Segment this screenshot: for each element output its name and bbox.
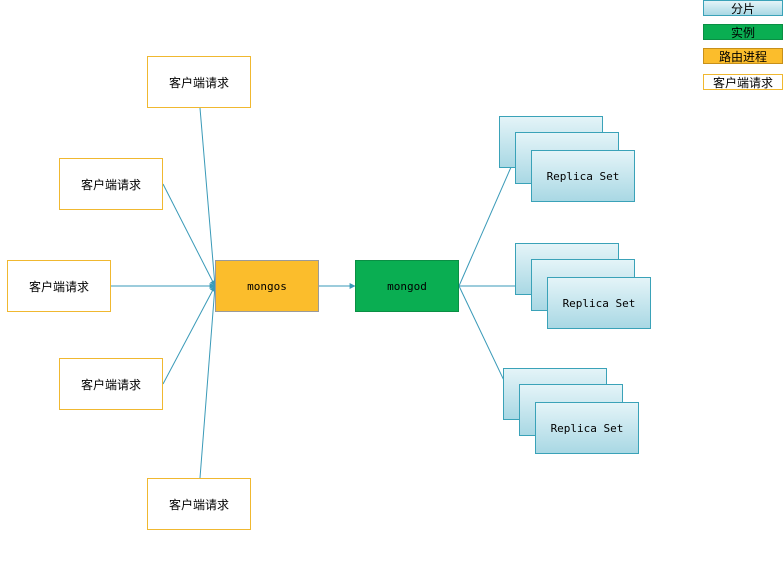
client-request-label: 客户端请求 [168, 497, 229, 512]
legend-client-label: 客户端请求 [712, 75, 773, 90]
client-request-top: 客户端请求 [147, 56, 251, 108]
edge-mongod-to-shard-1 [458, 157, 516, 287]
legend-router-label: 路由进程 [718, 49, 767, 64]
edge-client-lower-to-mongos [162, 285, 216, 385]
edge-client-top-to-mongos [199, 107, 218, 287]
client-request-label: 客户端请求 [80, 177, 141, 192]
legend-router: 路由进程 [703, 48, 783, 64]
replica-set-label: Replica Set [550, 421, 624, 435]
edge-client-bottom-to-mongos [199, 285, 218, 479]
edge-client-upper-to-mongos [162, 183, 216, 287]
shard-2-replica-set: Replica Set [547, 277, 651, 329]
shard-1-replica-set: Replica Set [531, 150, 635, 202]
legend-client: 客户端请求 [703, 74, 783, 90]
legend-instance-label: 实例 [730, 25, 755, 40]
client-request-label: 客户端请求 [80, 377, 141, 392]
client-request-bottom: 客户端请求 [147, 478, 251, 530]
client-request-upper: 客户端请求 [59, 158, 163, 210]
client-request-lower: 客户端请求 [59, 358, 163, 410]
client-request-label: 客户端请求 [28, 279, 89, 294]
replica-set-label: Replica Set [546, 169, 620, 183]
mongos-label: mongos [247, 279, 287, 293]
mongod-instance: mongod [355, 260, 459, 312]
client-request-middle: 客户端请求 [7, 260, 111, 312]
mongos-router: mongos [215, 260, 319, 312]
legend-shard: 分片 [703, 0, 783, 16]
client-request-label: 客户端请求 [168, 75, 229, 90]
mongod-label: mongod [387, 279, 427, 293]
legend-shard-label: 分片 [730, 1, 755, 16]
legend-instance: 实例 [703, 24, 783, 40]
replica-set-label: Replica Set [562, 296, 636, 310]
shard-3-replica-set: Replica Set [535, 402, 639, 454]
